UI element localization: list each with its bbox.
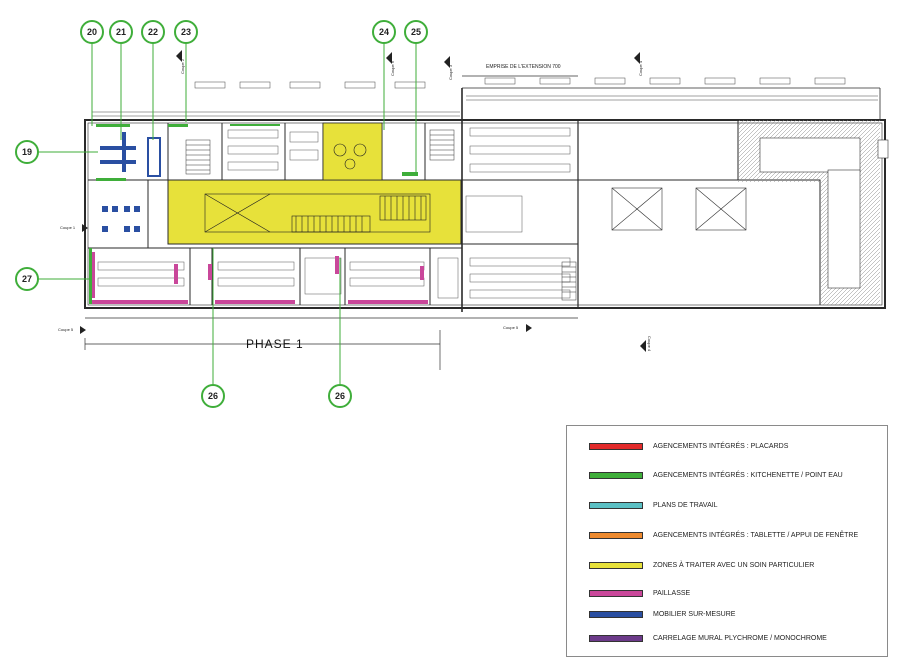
callout-21: 21 (109, 20, 133, 44)
svg-text:Coupe 1: Coupe 1 (60, 225, 76, 230)
section-markers: Coupe 1 Coupe 2 Coupe 3 Coupe 4 Coupe 4 … (58, 50, 652, 352)
legend-item-mobilier: MOBILIER SUR-MESURE (589, 607, 735, 621)
extension-label: EMPRISE DE L'EXTENSION 700 (486, 64, 561, 70)
section-marker-coupe3: Coupe 3 (444, 56, 453, 80)
callout-23: 23 (174, 20, 198, 44)
legend-item-zones-soin: ZONES À TRAITER AVEC UN SOIN PARTICULIER (589, 558, 814, 572)
paillasse-zones (92, 252, 428, 304)
svg-text:24: 24 (379, 27, 389, 37)
legend-item-kitchenette: AGENCEMENTS INTÉGRÉS : KITCHENETTE / POI… (589, 468, 843, 482)
svg-text:22: 22 (148, 27, 158, 37)
building-outline (84, 87, 886, 312)
section-marker-coupe2: Coupe 2 (176, 50, 185, 74)
legend-item-paillasse: PAILLASSE (589, 586, 690, 600)
svg-text:23: 23 (181, 27, 191, 37)
floor-plan: PHASE 1 EMPRISE DE L'EXTENSION 700 Coupe… (15, 20, 889, 408)
section-marker-coupe4-bottom: Coupe 4 (640, 336, 652, 352)
legend-item-placards: AGENCEMENTS INTÉGRÉS : PLACARDS (589, 439, 788, 453)
legend-label: AGENCEMENTS INTÉGRÉS : PLACARDS (653, 442, 789, 450)
svg-text:26: 26 (335, 391, 345, 401)
svg-text:Coupe 5: Coupe 5 (503, 325, 519, 330)
section-marker-coupe5-mid: Coupe 5 (503, 324, 532, 332)
section-marker-coupe5-left: Coupe 5 (58, 326, 86, 334)
central-yellow-zone (167, 179, 462, 245)
section-marker-coupe4-top: Coupe 4 (634, 52, 643, 76)
legend-item-tablette: AGENCEMENTS INTÉGRÉS : TABLETTE / APPUI … (589, 528, 858, 542)
svg-text:Coupe 2: Coupe 2 (180, 58, 185, 74)
callout-25: 25 (404, 20, 428, 44)
legend-label: ZONES À TRAITER AVEC UN SOIN PARTICULIER (653, 561, 815, 569)
legend-swatch (589, 471, 643, 479)
room-24-yellow-zone (322, 122, 383, 181)
legend-label: MOBILIER SUR-MESURE (653, 610, 736, 618)
legend: AGENCEMENTS INTÉGRÉS : PLACARDS AGENCEME… (566, 425, 888, 657)
legend-swatch (589, 531, 643, 539)
legend-swatch (589, 501, 643, 509)
svg-text:25: 25 (411, 27, 421, 37)
top-facade (92, 77, 878, 117)
legend-label: CARRELAGE MURAL PLYCHROME / MONOCHROME (653, 634, 827, 642)
svg-text:Coupe 4: Coupe 4 (638, 60, 643, 76)
stairs (185, 129, 577, 301)
svg-text:20: 20 (87, 27, 97, 37)
callout-19: 19 (15, 140, 39, 164)
legend-swatch (589, 589, 643, 597)
svg-text:26: 26 (208, 391, 218, 401)
extension-block (611, 120, 889, 305)
svg-text:19: 19 (22, 147, 32, 157)
highlight-zones (89, 122, 462, 304)
legend-label: PLANS DE TRAVAIL (653, 501, 718, 509)
legend-swatch (589, 561, 643, 569)
legend-label: PAILLASSE (653, 589, 691, 597)
svg-text:Coupe 5: Coupe 5 (58, 327, 74, 332)
callout-leaders (38, 42, 417, 384)
legend-swatch (589, 442, 643, 450)
section-marker-coupe6: Coupe 6 (386, 52, 395, 76)
kitchenette-zones (89, 124, 418, 304)
legend-swatch (589, 610, 643, 618)
svg-text:27: 27 (22, 274, 32, 284)
callout-22: 22 (141, 20, 165, 44)
svg-text:Coupe 3: Coupe 3 (448, 64, 453, 80)
legend-item-plans-de-travail: PLANS DE TRAVAIL (589, 498, 718, 512)
callout-26-left: 26 (201, 384, 225, 408)
svg-text:Coupe 4: Coupe 4 (647, 336, 652, 352)
section-marker-coupe1: Coupe 1 (60, 224, 88, 232)
callout-26-right: 26 (328, 384, 352, 408)
legend-item-carrelage: CARRELAGE MURAL PLYCHROME / MONOCHROME (589, 631, 827, 645)
legend-swatch (589, 634, 643, 642)
legend-label: AGENCEMENTS INTÉGRÉS : KITCHENETTE / POI… (653, 471, 843, 479)
svg-text:21: 21 (116, 27, 126, 37)
svg-text:Coupe 6: Coupe 6 (390, 60, 395, 76)
phase-label: PHASE 1 (246, 337, 304, 351)
phase-dimension (84, 75, 578, 370)
callout-20: 20 (80, 20, 104, 44)
legend-label: AGENCEMENTS INTÉGRÉS : TABLETTE / APPUI … (653, 531, 859, 539)
mobilier-sur-mesure (100, 132, 161, 232)
callout-24: 24 (372, 20, 396, 44)
callout-27: 27 (15, 267, 39, 291)
callouts: 20 21 22 23 24 25 19 27 (15, 20, 428, 408)
